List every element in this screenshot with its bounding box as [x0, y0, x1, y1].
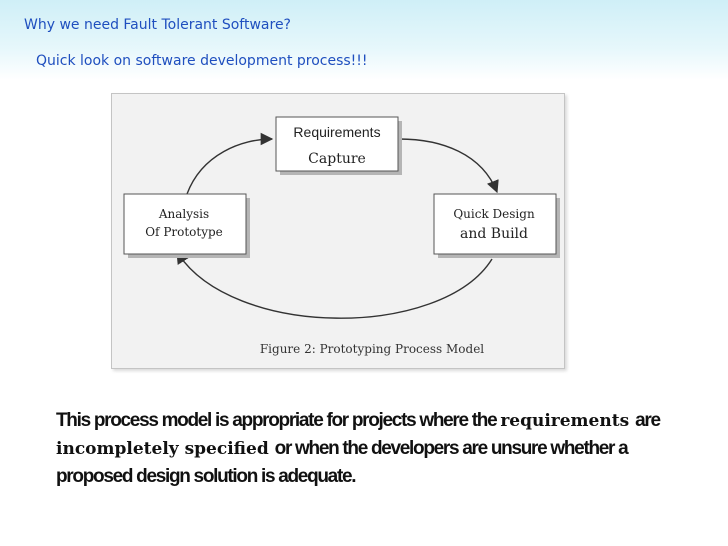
body-part-3: are	[635, 410, 661, 431]
node-quick-design-label-2: and Build	[460, 226, 528, 242]
node-analysis	[123, 193, 247, 255]
node-requirements-label-2: Capture	[308, 151, 366, 167]
arrow-design-to-analysis	[176, 250, 493, 319]
prototyping-diagram: Requirements Capture Analysis Of Prototy…	[123, 116, 560, 356]
body-part-4: incompletely specified	[56, 439, 275, 459]
node-analysis-label-2: Of Prototype	[145, 225, 223, 239]
prototyping-figure: Requirements Capture Analysis Of Prototy…	[111, 93, 565, 369]
body-part-1: This process model is appropriate for pr…	[56, 410, 501, 431]
node-quick-design	[433, 193, 557, 255]
arrow-requirements-to-design	[398, 138, 499, 194]
slide-subtitle: Quick look on software development proce…	[36, 53, 368, 69]
node-analysis-label-1: Analysis	[158, 207, 209, 221]
node-requirements-label-1: Requirements	[293, 124, 380, 140]
body-paragraph: This process model is appropriate for pr…	[56, 407, 696, 491]
body-part-5: or when the developers are unsure whethe…	[56, 438, 629, 487]
node-requirements	[275, 116, 399, 172]
arrow-analysis-to-requirements	[186, 132, 274, 195]
node-quick-design-label-1: Quick Design	[453, 207, 535, 221]
body-part-2: requirements	[500, 411, 636, 431]
title-banner	[0, 0, 728, 80]
slide-title: Why we need Fault Tolerant Software?	[24, 17, 291, 33]
figure-caption: Figure 2: Prototyping Process Model	[260, 342, 484, 356]
